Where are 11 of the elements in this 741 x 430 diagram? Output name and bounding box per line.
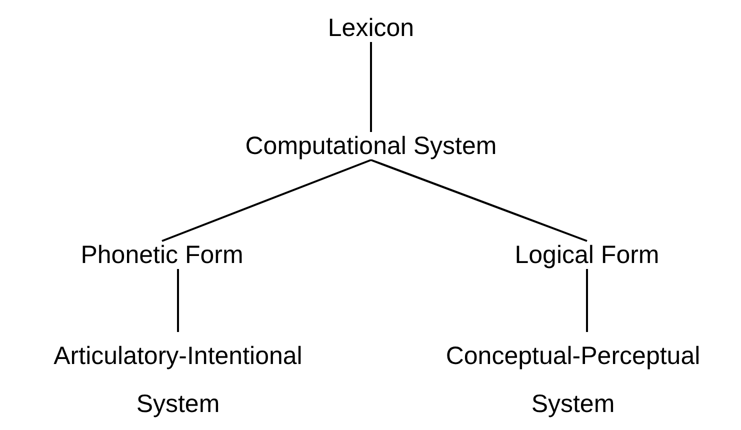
connector-line [370,42,372,132]
node-label: Phonetic Form [80,241,244,269]
connector-line [586,269,588,332]
connector-line [177,269,179,332]
node-label: Computational System [245,132,497,160]
node-label: Conceptual-Perceptual System [444,341,702,420]
node-label: Logical Form [514,241,660,269]
connector-line [162,159,372,242]
node-label: Lexicon [328,14,414,42]
node-label: Articulatory-Intentional System [52,341,304,420]
connector-line [370,159,588,242]
